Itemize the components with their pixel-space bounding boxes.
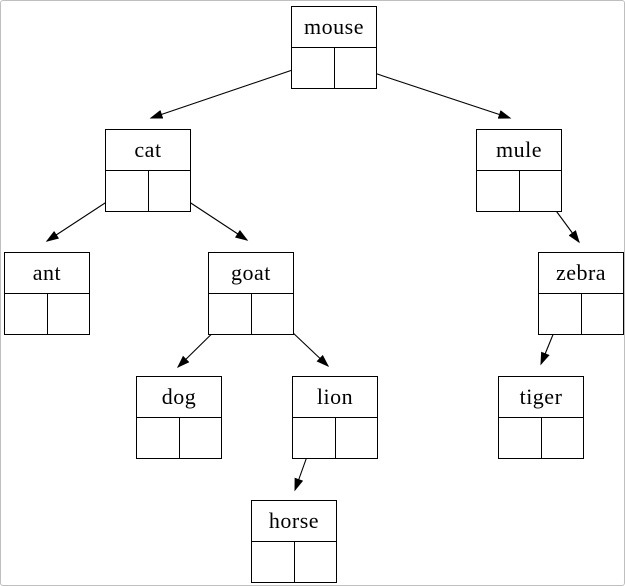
node-label: tiger (499, 377, 583, 418)
tree-node-mouse: mouse (291, 6, 377, 89)
tree-node-cat: cat (105, 129, 191, 212)
node-label: goat (209, 253, 293, 294)
left-pointer-cell (293, 418, 336, 458)
left-pointer-cell (252, 542, 295, 582)
node-label: ant (5, 253, 89, 294)
right-pointer-cell (48, 294, 90, 334)
node-label: cat (106, 130, 190, 171)
left-pointer-cell (539, 294, 582, 334)
left-pointer-cell (292, 48, 335, 88)
left-pointer-cell (477, 171, 520, 211)
left-pointer-cell (137, 418, 180, 458)
tree-node-tiger: tiger (498, 376, 584, 459)
tree-node-ant: ant (4, 252, 90, 335)
node-label: zebra (539, 253, 623, 294)
right-pointer-cell (582, 294, 624, 334)
right-pointer-cell (520, 171, 562, 211)
node-label: mule (477, 130, 561, 171)
left-pointer-cell (5, 294, 48, 334)
right-pointer-cell (180, 418, 222, 458)
tree-node-zebra: zebra (538, 252, 624, 335)
edge-mouse-left-cat (149, 62, 314, 119)
right-pointer-cell (149, 171, 191, 211)
node-label: mouse (292, 7, 376, 48)
node-label: horse (252, 501, 336, 542)
node-label: lion (293, 377, 377, 418)
node-label: dog (137, 377, 221, 418)
right-pointer-cell (336, 418, 378, 458)
left-pointer-cell (106, 171, 149, 211)
tree-node-horse: horse (251, 500, 337, 583)
left-pointer-cell (499, 418, 542, 458)
tree-node-lion: lion (292, 376, 378, 459)
tree-node-mule: mule (476, 129, 562, 212)
right-pointer-cell (295, 542, 337, 582)
right-pointer-cell (542, 418, 584, 458)
tree-node-dog: dog (136, 376, 222, 459)
right-pointer-cell (252, 294, 294, 334)
tree-node-goat: goat (208, 252, 294, 335)
left-pointer-cell (209, 294, 252, 334)
right-pointer-cell (335, 48, 377, 88)
